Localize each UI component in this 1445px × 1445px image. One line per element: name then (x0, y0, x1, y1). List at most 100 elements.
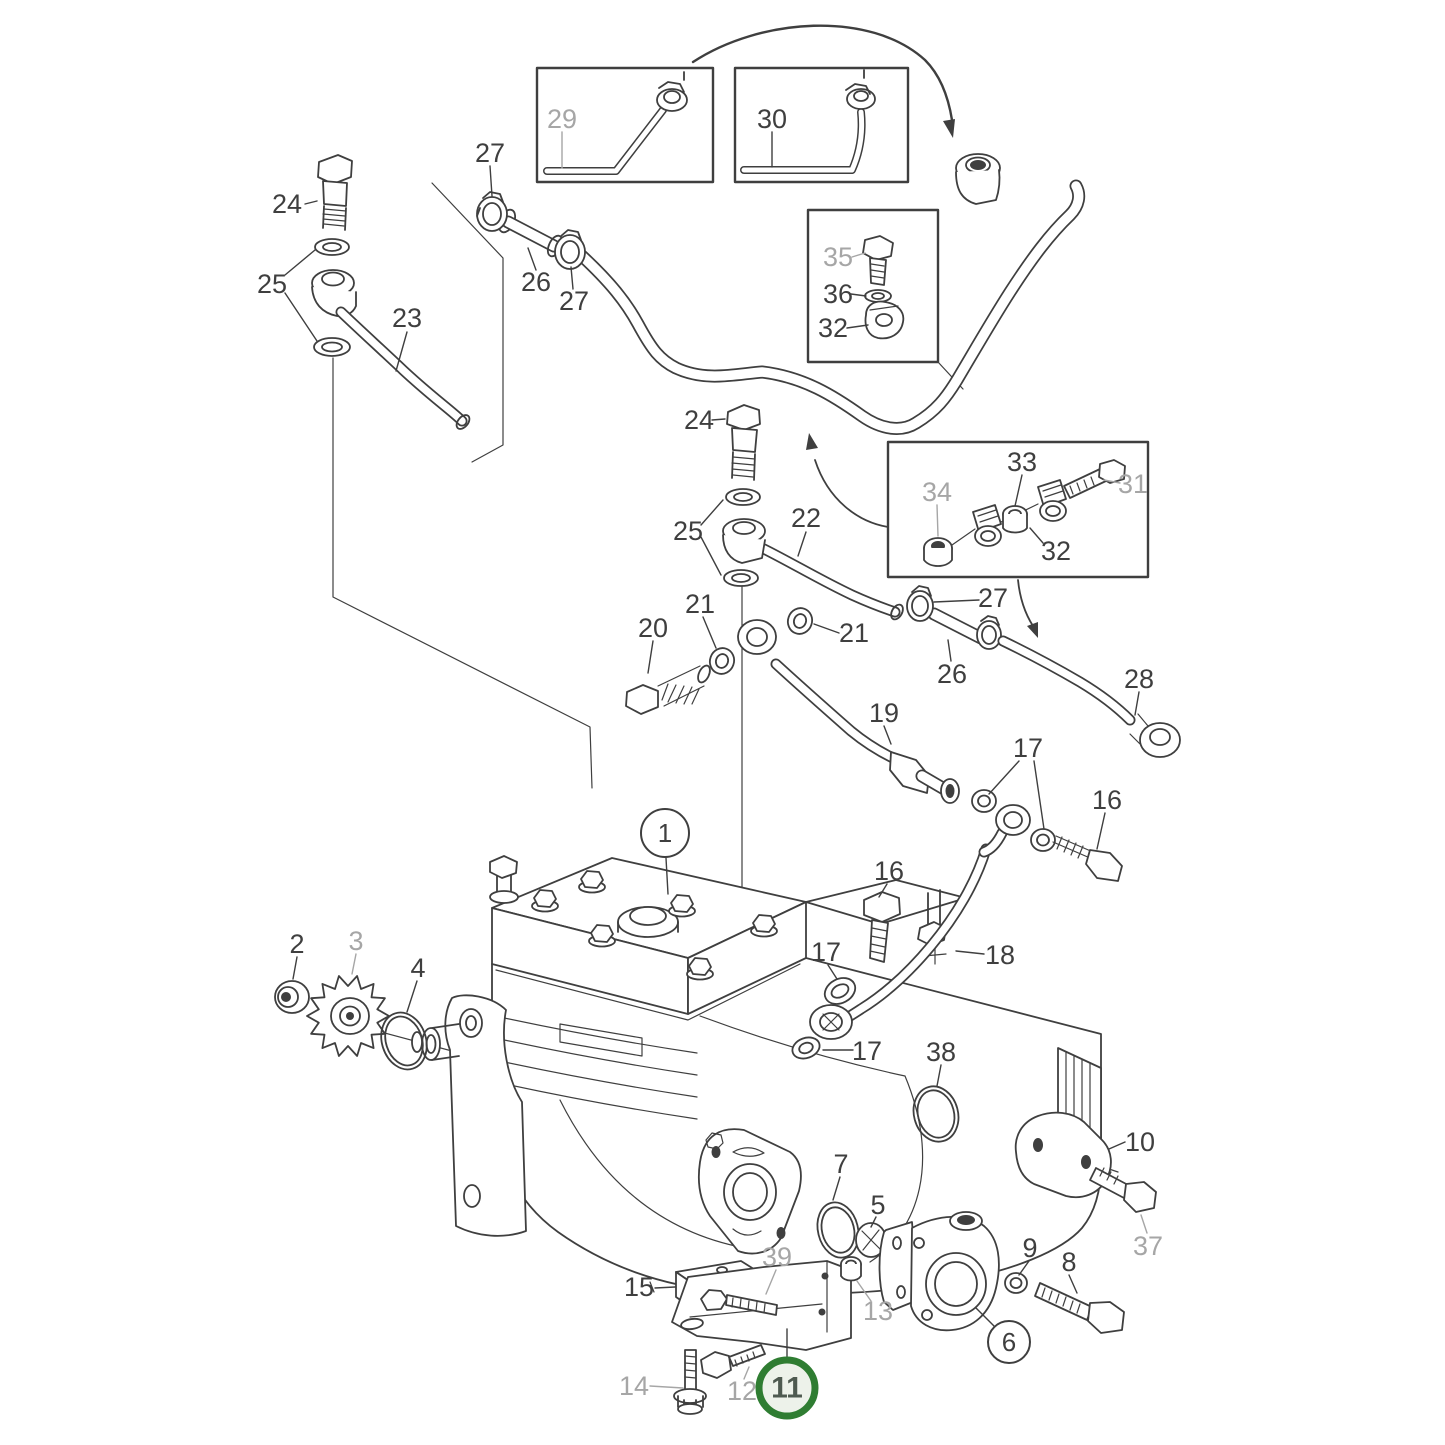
svg-text:33: 33 (1007, 447, 1037, 477)
svg-text:32: 32 (1041, 536, 1071, 566)
part-banjo-pipe-23 (311, 154, 471, 430)
callout-12: 12 (727, 1376, 757, 1406)
detail-box-29 (535, 66, 715, 184)
detail-box-33 (806, 433, 1150, 638)
callout-21: 21 (685, 589, 715, 619)
svg-text:21: 21 (685, 589, 715, 619)
part-banjo-pipe-22 (722, 404, 1181, 758)
svg-text:7: 7 (833, 1149, 848, 1179)
svg-text:19: 19 (869, 698, 899, 728)
callout-13: 13 (863, 1296, 893, 1326)
callout-21: 21 (839, 618, 869, 648)
svg-text:16: 16 (874, 856, 904, 886)
part-pipe-18-fittings (791, 789, 1123, 1060)
leader-lines (284, 131, 1140, 1358)
svg-text:15: 15 (624, 1272, 654, 1302)
svg-text:36: 36 (823, 279, 853, 309)
callout-28: 28 (1124, 664, 1154, 694)
svg-text:25: 25 (257, 269, 287, 299)
callout-highlight-11: 11 (755, 1356, 819, 1420)
svg-text:27: 27 (559, 286, 589, 316)
svg-text:3: 3 (348, 926, 363, 956)
callout-34: 34 (922, 477, 952, 507)
callout-17: 17 (1013, 733, 1043, 763)
svg-text:37: 37 (1133, 1231, 1163, 1261)
svg-text:2: 2 (289, 929, 304, 959)
callout-7: 7 (833, 1149, 848, 1179)
svg-text:38: 38 (926, 1037, 956, 1067)
callout-16: 16 (874, 856, 904, 886)
svg-text:18: 18 (985, 940, 1015, 970)
callout-37: 37 (1133, 1231, 1163, 1261)
callout-24: 24 (684, 405, 714, 435)
callout-16: 16 (1092, 785, 1122, 815)
callout-24: 24 (272, 189, 302, 219)
callout-26: 26 (937, 659, 967, 689)
callout-1: 1 (640, 808, 690, 858)
callout-4: 4 (410, 953, 425, 983)
callout-15: 15 (624, 1272, 654, 1302)
svg-text:25: 25 (673, 516, 703, 546)
callout-17: 17 (852, 1036, 882, 1066)
svg-text:31: 31 (1118, 469, 1148, 499)
callout-39: 39 (762, 1242, 792, 1272)
svg-text:24: 24 (272, 189, 302, 219)
callout-27: 27 (978, 583, 1008, 613)
svg-text:30: 30 (757, 104, 787, 134)
callout-25: 25 (673, 516, 703, 546)
part-bracket-assembly (671, 1256, 862, 1415)
svg-text:21: 21 (839, 618, 869, 648)
callout-18: 18 (985, 940, 1015, 970)
callout-8: 8 (1061, 1247, 1076, 1277)
svg-text:35: 35 (823, 242, 853, 272)
svg-text:26: 26 (937, 659, 967, 689)
callout-17: 17 (811, 937, 841, 967)
callout-5: 5 (870, 1190, 885, 1220)
callout-27: 27 (559, 286, 589, 316)
svg-text:27: 27 (978, 583, 1008, 613)
svg-text:14: 14 (619, 1371, 649, 1401)
callout-38: 38 (926, 1037, 956, 1067)
callout-9: 9 (1022, 1233, 1037, 1263)
detail-box-35 (806, 208, 940, 364)
svg-text:16: 16 (1092, 785, 1122, 815)
callout-23: 23 (392, 303, 422, 333)
callout-31: 31 (1118, 469, 1148, 499)
svg-text:6: 6 (1002, 1327, 1016, 1357)
svg-text:28: 28 (1124, 664, 1154, 694)
callout-26: 26 (521, 267, 551, 297)
callout-19: 19 (869, 698, 899, 728)
svg-text:24: 24 (684, 405, 714, 435)
svg-text:10: 10 (1125, 1127, 1155, 1157)
svg-text:5: 5 (870, 1190, 885, 1220)
svg-text:8: 8 (1061, 1247, 1076, 1277)
part-hose-top (476, 24, 1079, 429)
svg-text:17: 17 (852, 1036, 882, 1066)
svg-text:23: 23 (392, 303, 422, 333)
part-pipe-19-fittings (625, 607, 960, 804)
callout-32: 32 (818, 313, 848, 343)
callout-20: 20 (638, 613, 668, 643)
svg-text:32: 32 (818, 313, 848, 343)
svg-text:11: 11 (771, 1372, 803, 1405)
callout-35: 35 (823, 242, 853, 272)
part-gear-set (274, 975, 428, 1071)
callout-27: 27 (475, 138, 505, 168)
svg-text:17: 17 (1013, 733, 1043, 763)
svg-text:27: 27 (475, 138, 505, 168)
part-compressor-body (411, 855, 1102, 1304)
part-valve-assembly-6 (878, 1211, 1125, 1334)
callout-14: 14 (619, 1371, 649, 1401)
callout-2: 2 (289, 929, 304, 959)
leader-lines-gray (351, 131, 1148, 1389)
svg-text:1: 1 (658, 818, 672, 848)
svg-text:17: 17 (811, 937, 841, 967)
svg-text:29: 29 (547, 104, 577, 134)
callout-30: 30 (757, 104, 787, 134)
svg-text:12: 12 (727, 1376, 757, 1406)
svg-text:26: 26 (521, 267, 551, 297)
part-oring-7-screw-5 (816, 1201, 896, 1261)
